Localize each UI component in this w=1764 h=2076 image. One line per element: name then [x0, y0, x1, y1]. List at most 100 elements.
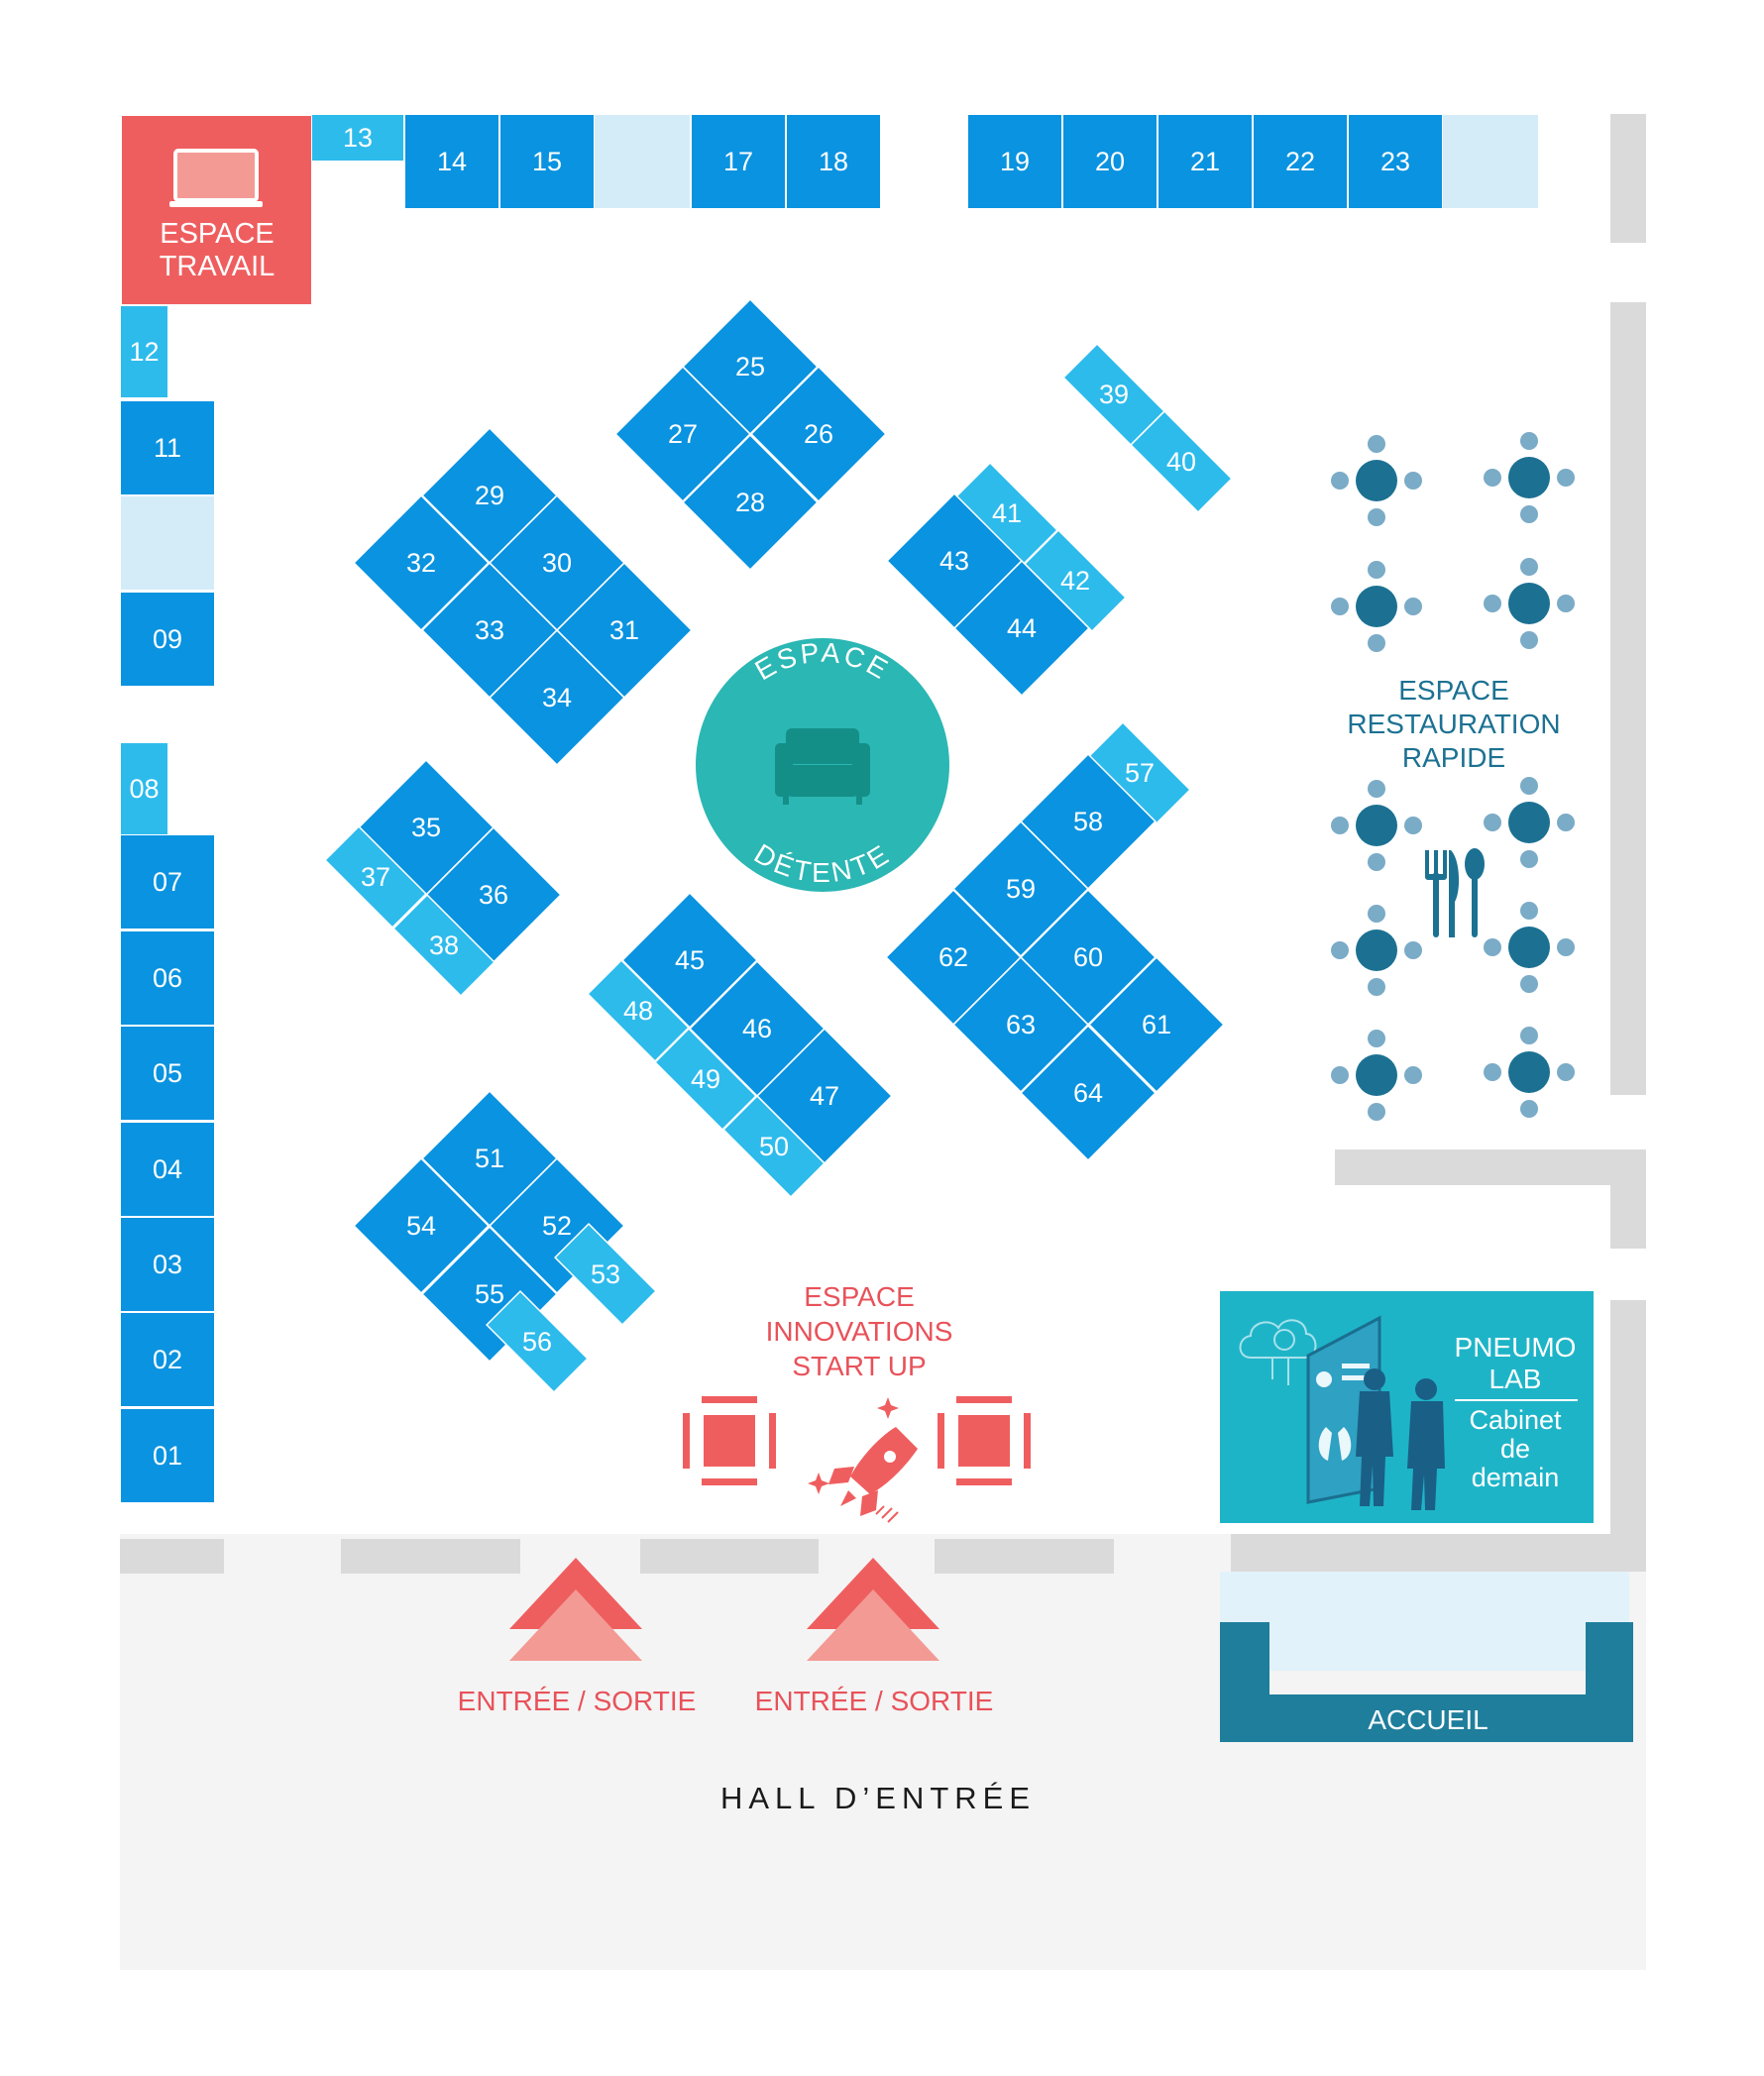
booth-40[interactable]: 40	[1130, 410, 1233, 513]
pneumo-sub-3: demain	[1472, 1463, 1560, 1492]
booth-11[interactable]: 11	[121, 401, 214, 494]
booth-45[interactable]: 45	[621, 892, 758, 1029]
booth-54[interactable]: 54	[353, 1157, 490, 1294]
entrance-left-label: ENTRÉE / SORTIE	[458, 1686, 697, 1716]
booth-21[interactable]: 21	[1158, 115, 1252, 208]
booth-number: 45	[675, 945, 705, 975]
fork-tine	[1425, 850, 1429, 878]
espace-innovations[interactable]: ESPACE INNOVATIONS START UP	[683, 1281, 1031, 1523]
chair	[769, 1413, 776, 1469]
booth-20[interactable]: 20	[1063, 115, 1157, 208]
booth-number: 33	[475, 615, 504, 645]
tables-layer	[1331, 432, 1575, 1121]
booth-number: 61	[1142, 1010, 1171, 1039]
booth-22[interactable]: 22	[1254, 115, 1347, 208]
knife	[1449, 850, 1460, 937]
booth-59[interactable]: 59	[952, 820, 1089, 957]
chair	[1520, 902, 1538, 920]
booth-34[interactable]: 34	[489, 629, 625, 766]
booth-48[interactable]: 48	[587, 959, 690, 1062]
booth-shape	[121, 1409, 214, 1502]
booth-13[interactable]: 13	[312, 115, 403, 161]
booth-12[interactable]: 12	[121, 306, 167, 397]
booth-18[interactable]: 18	[787, 115, 880, 208]
booth-number: 42	[1060, 566, 1090, 596]
chair	[1368, 905, 1385, 923]
booth-08[interactable]: 08	[121, 743, 167, 834]
booth-53[interactable]: 53	[554, 1223, 657, 1326]
booth-03[interactable]: 03	[121, 1218, 214, 1311]
chair	[683, 1413, 690, 1469]
booth-19[interactable]: 19	[968, 115, 1061, 208]
booth-06[interactable]: 06	[121, 931, 214, 1025]
chair	[1484, 469, 1501, 487]
booth-empty[interactable]	[1443, 115, 1538, 208]
booth-02[interactable]: 02	[121, 1313, 214, 1406]
booth-26[interactable]: 26	[750, 366, 887, 502]
espace-detente[interactable]: ESPACE DÉTENTE	[696, 637, 949, 892]
booth-number: 60	[1073, 942, 1103, 972]
booth-empty[interactable]	[121, 496, 214, 590]
person-body	[1407, 1401, 1445, 1510]
booth-number: 05	[153, 1058, 182, 1088]
chair	[1557, 595, 1575, 612]
booth-44[interactable]: 44	[953, 560, 1090, 697]
restauration-label-1: ESPACE	[1398, 675, 1509, 706]
booth-23[interactable]: 23	[1349, 115, 1442, 208]
chair	[1557, 1063, 1575, 1081]
booth-04[interactable]: 04	[121, 1123, 214, 1216]
booth-49[interactable]: 49	[654, 1028, 757, 1131]
booth-09[interactable]: 09	[121, 593, 214, 686]
booth-41[interactable]: 41	[955, 462, 1058, 565]
espace-travail-block	[122, 116, 311, 304]
chair	[1520, 505, 1538, 523]
rocket-fin	[860, 1490, 878, 1516]
booth-17[interactable]: 17	[692, 115, 785, 208]
booth-number: 04	[153, 1154, 182, 1184]
booth-number: 39	[1099, 380, 1129, 409]
booth-shape	[121, 931, 214, 1025]
booth-14[interactable]: 14	[405, 115, 498, 208]
booth-63[interactable]: 63	[952, 956, 1089, 1093]
booth-56[interactable]: 56	[486, 1290, 589, 1393]
booth-64[interactable]: 64	[1020, 1025, 1157, 1161]
wall-segment	[1610, 1300, 1646, 1572]
booth-37[interactable]: 37	[324, 825, 427, 929]
booth-07[interactable]: 07	[121, 835, 214, 929]
booth-number: 01	[153, 1441, 182, 1471]
accueil-desk[interactable]: ACCUEIL	[1220, 1572, 1633, 1742]
booth-shape	[1254, 115, 1347, 208]
pneumo-title-1: PNEUMO	[1455, 1332, 1577, 1363]
chair	[1331, 598, 1349, 615]
entrance-left[interactable]: ENTRÉE / SORTIE	[458, 1558, 697, 1716]
booth-number: 21	[1190, 147, 1220, 176]
chair	[1520, 631, 1538, 649]
booth-28[interactable]: 28	[682, 434, 819, 571]
booth-15[interactable]: 15	[500, 115, 594, 208]
booth-01[interactable]: 01	[121, 1409, 214, 1502]
booth-32[interactable]: 32	[353, 494, 490, 631]
espace-travail[interactable]: ESPACE TRAVAIL	[122, 116, 311, 304]
booth-05[interactable]: 05	[121, 1027, 214, 1120]
spoon-bowl	[1465, 848, 1485, 880]
fork-neck	[1425, 874, 1447, 880]
booth-27[interactable]: 27	[614, 366, 751, 502]
entrance-right[interactable]: ENTRÉE / SORTIE	[755, 1558, 994, 1716]
wall-segment	[1610, 1149, 1646, 1249]
booth-number: 26	[804, 419, 833, 449]
person-body	[1356, 1391, 1393, 1506]
espace-restauration[interactable]: ESPACE RESTAURATION RAPIDE	[1331, 432, 1575, 1121]
booth-61[interactable]: 61	[1088, 956, 1225, 1093]
booth-38[interactable]: 38	[392, 894, 496, 997]
speed-lines	[875, 1505, 899, 1523]
restauration-label-3: RAPIDE	[1402, 742, 1505, 773]
booth-50[interactable]: 50	[722, 1095, 826, 1198]
espace-travail-label-1: ESPACE	[160, 218, 275, 250]
booth-42[interactable]: 42	[1024, 529, 1127, 632]
innovations-label-3: START UP	[792, 1351, 926, 1381]
chair	[1331, 941, 1349, 959]
booth-empty[interactable]	[595, 115, 690, 208]
booth-number: 17	[723, 147, 753, 176]
pneumo-lab[interactable]: PNEUMO LAB Cabinet de demain	[1220, 1291, 1594, 1523]
